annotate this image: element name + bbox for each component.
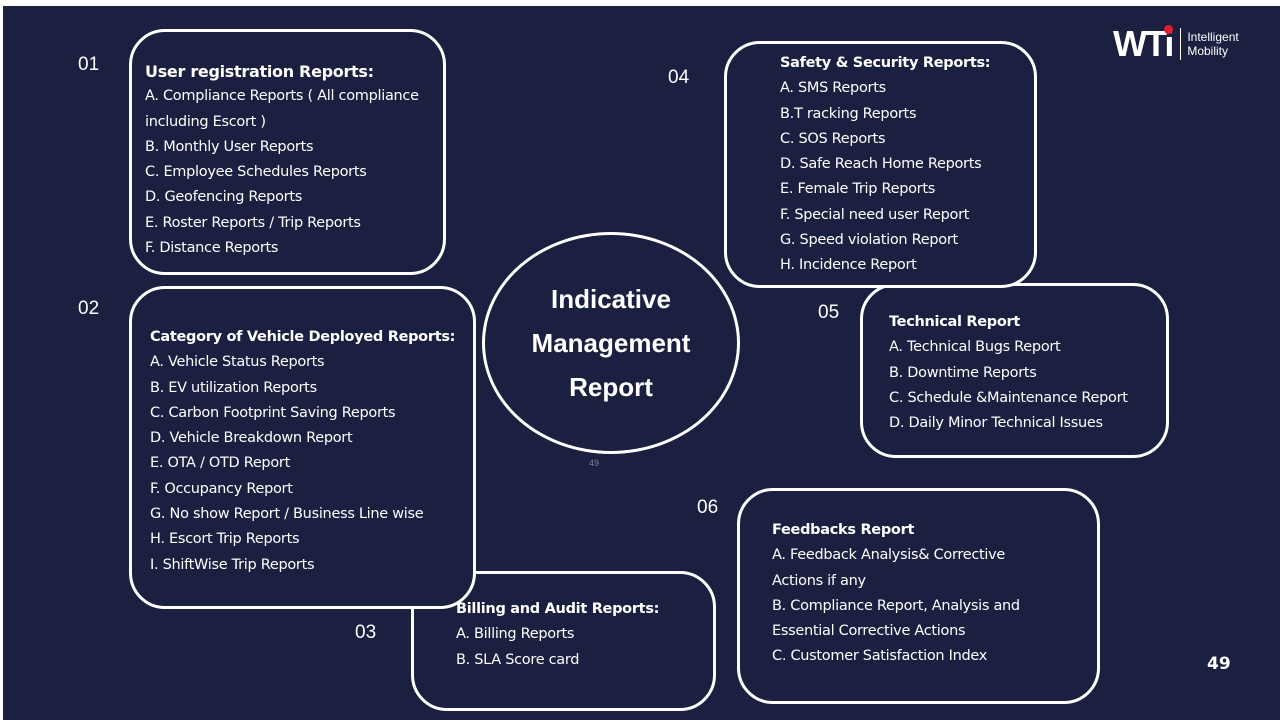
section-box-user-registration: User registration Reports: A. Compliance… — [129, 29, 446, 275]
section-title: Safety & Security Reports: — [780, 55, 991, 71]
section-box-vehicle-deployed: Category of Vehicle Deployed Reports: A.… — [129, 286, 476, 609]
list-item: B. Compliance Report, Analysis and — [772, 597, 1020, 614]
section-content: Technical Report A. Technical Bugs Repor… — [889, 310, 1128, 436]
logo-dot-icon — [1164, 25, 1174, 34]
section-number-04: 04 — [668, 67, 690, 88]
list-item: C. Employee Schedules Reports — [145, 164, 367, 181]
section-title: Category of Vehicle Deployed Reports: — [150, 329, 456, 345]
list-item: A. Technical Bugs Report — [889, 339, 1061, 356]
list-item: B. Monthly User Reports — [145, 138, 314, 155]
page-number: 49 — [1207, 654, 1231, 674]
list-item: A. Feedback Analysis& Corrective — [772, 547, 1006, 564]
section-title: User registration Reports: — [145, 62, 374, 81]
list-item: I. ShiftWise Trip Reports — [150, 556, 315, 573]
section-number-03: 03 — [355, 622, 377, 643]
list-item: F. Distance Reports — [145, 240, 279, 257]
list-item: F. Occupancy Report — [150, 480, 293, 497]
list-item: C. Schedule &Maintenance Report — [889, 389, 1128, 406]
list-item: C. Carbon Footprint Saving Reports — [150, 404, 396, 421]
list-item: A. Vehicle Status Reports — [150, 354, 325, 371]
section-content: Billing and Audit Reports: A. Billing Re… — [456, 597, 659, 673]
list-item: B. EV utilization Reports — [150, 379, 317, 396]
list-item: including Escort ) — [145, 113, 266, 130]
section-box-technical: Technical Report A. Technical Bugs Repor… — [860, 283, 1169, 458]
section-content: Safety & Security Reports: A. SMS Report… — [780, 51, 991, 279]
list-item: A. Billing Reports — [456, 626, 575, 643]
list-item: E. OTA / OTD Report — [150, 455, 290, 472]
list-item: A. SMS Reports — [780, 80, 886, 97]
tagline-line-2: Mobility — [1187, 44, 1229, 58]
list-item: D. Daily Minor Technical Issues — [889, 415, 1103, 432]
list-item: B. Downtime Reports — [889, 364, 1037, 381]
section-title: Billing and Audit Reports: — [456, 601, 660, 617]
center-title: Indicative Management Report — [532, 277, 691, 409]
list-item: Actions if any — [772, 572, 866, 589]
section-number-02: 02 — [78, 298, 100, 319]
center-title-line-1: Indicative — [551, 284, 671, 314]
section-number-05: 05 — [818, 302, 840, 323]
list-item: G. Speed violation Report — [780, 232, 958, 249]
list-item: Essential Corrective Actions — [772, 623, 966, 640]
logo-wordmark: WTi — [1113, 23, 1174, 64]
list-item: C. Customer Satisfaction Index — [772, 648, 988, 665]
list-item: B. SLA Score card — [456, 651, 580, 668]
section-box-safety-security: Safety & Security Reports: A. SMS Report… — [724, 41, 1037, 288]
section-content: Feedbacks Report A. Feedback Analysis& C… — [772, 518, 1020, 670]
list-item: D. Vehicle Breakdown Report — [150, 430, 353, 447]
logo-tagline: Intelligent Mobility — [1187, 30, 1238, 58]
list-item: D. Geofencing Reports — [145, 189, 302, 206]
section-content: User registration Reports: A. Compliance… — [145, 59, 419, 261]
section-number-06: 06 — [697, 497, 719, 518]
list-item: H. Escort Trip Reports — [150, 531, 300, 548]
section-content: Category of Vehicle Deployed Reports: A.… — [150, 325, 455, 578]
section-box-feedbacks: Feedbacks Report A. Feedback Analysis& C… — [737, 488, 1100, 704]
list-item: A. Compliance Reports ( All compliance — [145, 88, 419, 105]
section-title: Feedbacks Report — [772, 522, 915, 538]
list-item: F. Special need user Report — [780, 206, 970, 223]
list-item: E. Female Trip Reports — [780, 181, 935, 198]
logo-text: WTi — [1113, 23, 1174, 64]
tagline-line-1: Intelligent — [1187, 30, 1239, 44]
slide: WTi Intelligent Mobility 01 02 03 04 05 … — [3, 6, 1280, 720]
center-circle: Indicative Management Report — [482, 232, 740, 454]
list-item: C. SOS Reports — [780, 130, 886, 147]
center-title-line-3: Report — [569, 372, 653, 402]
list-item: D. Safe Reach Home Reports — [780, 156, 982, 173]
section-number-01: 01 — [78, 54, 100, 75]
list-item: B.T racking Reports — [780, 105, 917, 122]
logo-separator — [1180, 28, 1182, 60]
list-item: E. Roster Reports / Trip Reports — [145, 214, 361, 231]
section-title: Technical Report — [889, 314, 1021, 330]
page-number-faint: 49 — [589, 458, 600, 468]
list-item: G. No show Report / Business Line wise — [150, 506, 424, 523]
center-title-line-2: Management — [531, 328, 691, 358]
list-item: H. Incidence Report — [780, 257, 917, 274]
section-box-billing: Billing and Audit Reports: A. Billing Re… — [411, 571, 716, 711]
wti-logo: WTi Intelligent Mobility — [1113, 23, 1239, 64]
